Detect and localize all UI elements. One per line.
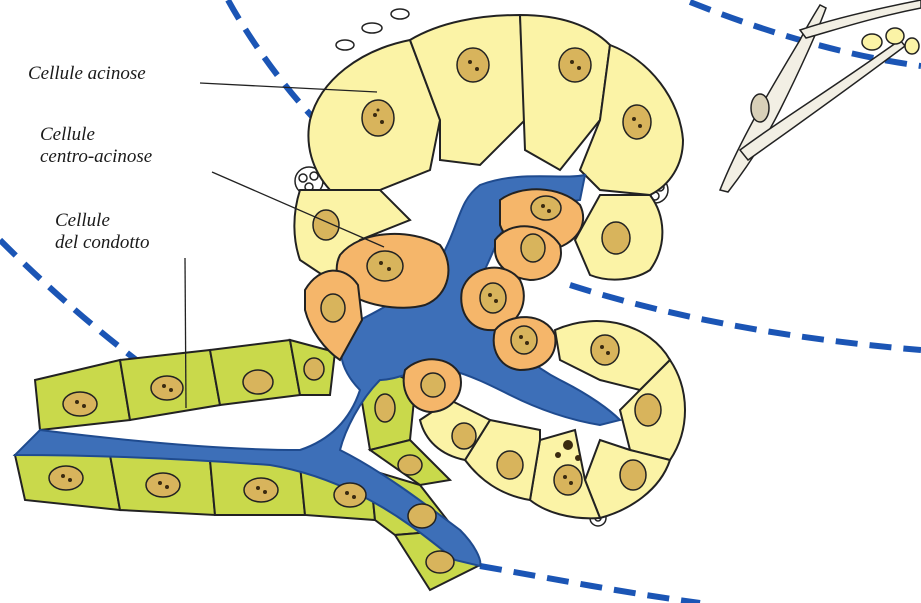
label-duct-line-2: del condotto [55, 232, 149, 254]
label-centroacinar-line-1: Cellule [40, 124, 152, 146]
label-acinar-line-1: Cellule acinose [28, 63, 146, 85]
label-acinar-cells: Cellule acinose [28, 63, 146, 85]
label-centroacinar-line-2: centro-acinose [40, 146, 152, 168]
fibroblast-icon [720, 0, 921, 192]
dashed-line-top-left [228, 0, 325, 130]
label-centroacinar-cells: Cellule centro-acinose [40, 124, 152, 168]
label-duct-cells: Cellule del condotto [55, 210, 149, 254]
label-duct-line-1: Cellule [55, 210, 149, 232]
dashed-line-bottom [480, 566, 700, 603]
